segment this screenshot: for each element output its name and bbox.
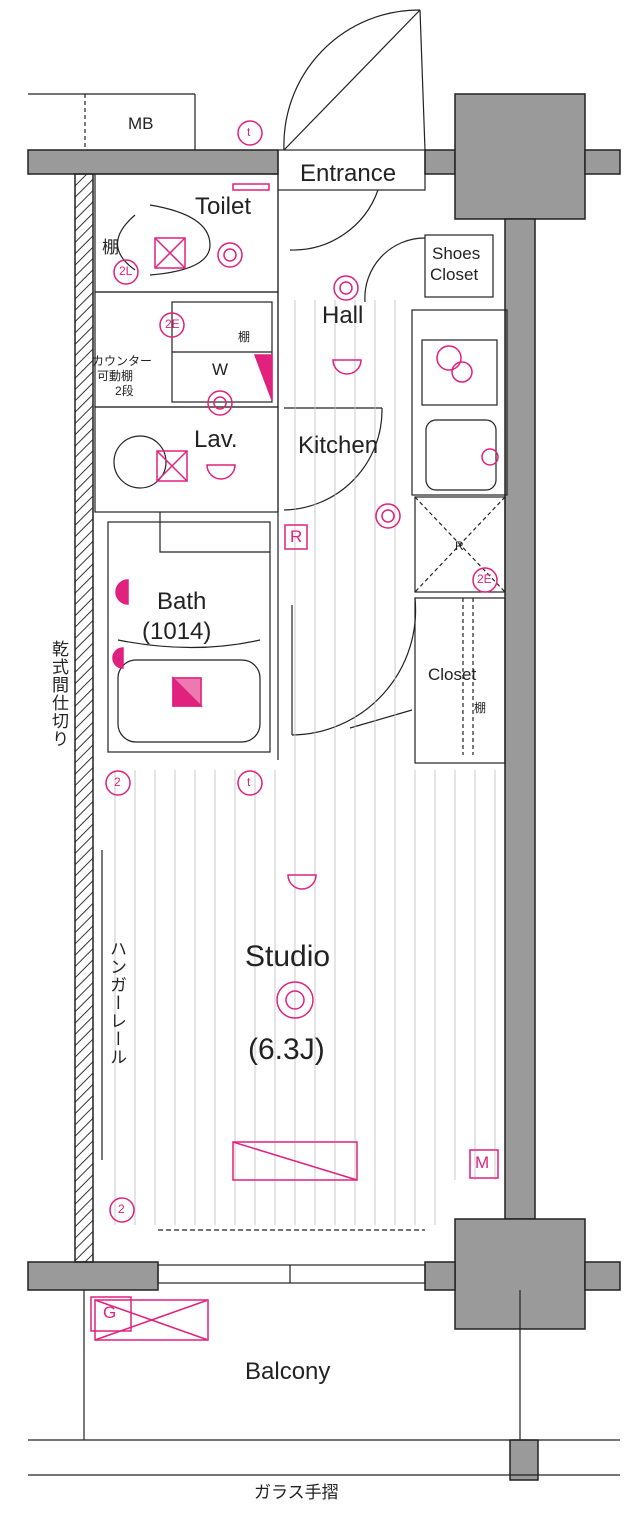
- studio-size-label: (6.3J): [248, 1033, 325, 1066]
- mb-box: [28, 93, 196, 150]
- toilet-label: Toilet: [195, 193, 252, 220]
- symbol-2e-kitchen: 2E: [477, 572, 492, 586]
- partition-note: 乾式間仕切り: [49, 640, 68, 748]
- shelf-note-3: 棚: [474, 701, 487, 715]
- kitchen-label: Kitchen: [298, 432, 379, 459]
- counter-note-2: 可動棚: [97, 369, 134, 383]
- symbol-2l-toilet: 2L: [119, 264, 133, 278]
- hanger-rail-note: ハンガーレール: [107, 940, 126, 1066]
- symbol-r-kitchen: R: [455, 539, 464, 553]
- counter-note-3: 2段: [115, 384, 134, 398]
- walls: [27, 93, 621, 1481]
- electrical-symbols: [90, 120, 499, 1341]
- balcony-label: Balcony: [245, 1358, 331, 1385]
- dry-partition: [74, 173, 94, 1263]
- studio-label: Studio: [245, 940, 331, 973]
- mb-label: MB: [128, 114, 154, 133]
- glass-rail-note: ガラス手摺: [254, 1483, 339, 1502]
- entrance-door: [277, 9, 426, 191]
- lav-label: Lav.: [194, 426, 238, 453]
- symbol-2e-wash: 2E: [165, 317, 180, 331]
- interior-lines: [28, 173, 620, 1476]
- symbol-2-bottom: 2: [118, 1202, 125, 1216]
- symbol-r-hall: R: [290, 527, 303, 546]
- symbol-t-top: t: [247, 125, 251, 139]
- symbol-t-mid: t: [247, 775, 251, 789]
- counter-note-1: カウンター: [92, 354, 153, 368]
- bath-size-label: (1014): [142, 618, 212, 645]
- entrance-label: Entrance: [300, 160, 397, 187]
- closet-label: Closet: [428, 665, 477, 684]
- shoes-closet-label-2: Closet: [430, 265, 479, 284]
- hall-label: Hall: [322, 302, 364, 329]
- shelf-note-1: 棚: [238, 330, 251, 344]
- symbol-2-left: 2: [114, 775, 121, 789]
- symbol-m-meter: M: [475, 1153, 490, 1172]
- wash-label: W: [212, 360, 229, 379]
- shoes-closet-label-1: Shoes: [432, 244, 481, 263]
- shelf-note-2: 棚: [99, 238, 118, 256]
- bath-label: Bath: [157, 588, 207, 615]
- symbol-g-gas: G: [103, 1303, 117, 1322]
